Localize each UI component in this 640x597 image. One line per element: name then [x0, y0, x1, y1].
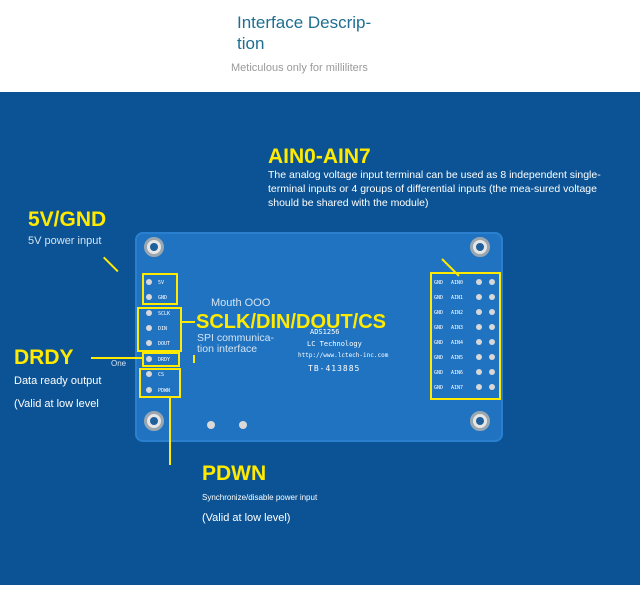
pin [476, 279, 482, 285]
pin-label: GND [158, 295, 168, 301]
page-subtitle: Meticulous only for milliliters [231, 62, 368, 74]
drdy-leader-line [91, 357, 143, 359]
header: Interface Descrip- tion Meticulous only … [0, 0, 640, 92]
ain-label: AIN5 [451, 355, 464, 361]
gnd-label: GND [434, 295, 444, 301]
spi-pins-highlight [137, 307, 182, 352]
mouth-label: Mouth OOO [211, 297, 271, 309]
right-header: GND AIN0 GND AIN1 GND AIN2 GND AIN3 GND … [434, 278, 498, 398]
drdy-one-label: One [111, 359, 127, 368]
pin [489, 324, 495, 330]
ain-label: AIN1 [451, 295, 464, 301]
url-label: http://www.lctech-inc.com [298, 352, 389, 359]
ain-label: AIN7 [451, 385, 464, 391]
pin [489, 369, 495, 375]
pin [489, 339, 495, 345]
mount-hole [144, 411, 164, 431]
pin [489, 279, 495, 285]
pdwn-title: PDWN [202, 462, 267, 485]
pin [146, 371, 152, 377]
gnd-label: GND [434, 340, 444, 346]
mount-hole [144, 237, 164, 257]
mount-hole [470, 411, 490, 431]
spi-description: SPI communica- tion interface [197, 332, 275, 355]
pin [489, 309, 495, 315]
pin [146, 356, 152, 362]
spi-leader-line [181, 321, 195, 323]
solder-pad [239, 421, 247, 429]
pin [489, 294, 495, 300]
ain-label: AIN6 [451, 370, 464, 376]
ain-label: AIN2 [451, 310, 464, 316]
pdwn-valid-note: (Valid at low level) [202, 512, 291, 524]
power-title: 5V/GND [28, 208, 107, 231]
page-title: Interface Descrip- tion [237, 13, 372, 53]
ain-label: AIN0 [451, 280, 464, 286]
pin [476, 324, 482, 330]
solder-pad [207, 421, 215, 429]
pin-label: DOUT [158, 341, 171, 347]
pin [146, 294, 152, 300]
gnd-label: GND [434, 355, 444, 361]
gnd-label: GND [434, 385, 444, 391]
ain-label: AIN4 [451, 340, 464, 346]
pin-label: DIN [158, 326, 168, 332]
power-pins-highlight [142, 273, 178, 305]
spi-title: SCLK/DIN/DOUT/CS [196, 311, 386, 333]
gnd-label: GND [434, 310, 444, 316]
pin [476, 354, 482, 360]
gnd-label: GND [434, 325, 444, 331]
maker-label: LC Technology [307, 340, 362, 348]
drdy-title: DRDY [14, 346, 74, 369]
pin [146, 279, 152, 285]
ain-pins-highlight [430, 272, 501, 400]
pin-label: DRDY [158, 357, 171, 363]
drdy-pin-highlight [142, 352, 180, 367]
pin [476, 294, 482, 300]
pcb-board: ADS1256 LC Technology http://www.lctech-… [135, 232, 503, 442]
spi-leader-tick [193, 355, 195, 363]
pin-label: 5V [158, 280, 165, 286]
gnd-label: GND [434, 370, 444, 376]
model-label: TB-413885 [308, 364, 361, 373]
pin [146, 325, 152, 331]
pin-label: PDWN [158, 388, 171, 394]
pin [146, 310, 152, 316]
pin [489, 384, 495, 390]
drdy-valid-note: (Valid at low level [14, 398, 99, 410]
pin [489, 354, 495, 360]
mount-hole [470, 237, 490, 257]
cs-pdwn-pins-highlight [139, 368, 181, 398]
power-description: 5V power input [28, 235, 102, 247]
pin-label: CS [158, 372, 165, 378]
ain-title: AIN0-AIN7 [268, 145, 371, 168]
gnd-label: GND [434, 280, 444, 286]
pin [146, 340, 152, 346]
pin [146, 387, 152, 393]
left-header: 5V GND SCLK DIN DOUT DRDY CS PDWN [146, 277, 178, 397]
pin [476, 309, 482, 315]
pin [476, 384, 482, 390]
ain-description: The analog voltage input terminal can be… [268, 169, 601, 209]
chip-label: ADS1256 [310, 328, 340, 336]
pdwn-leader-line [169, 398, 171, 465]
drdy-description: Data ready output [14, 375, 102, 387]
pin [476, 339, 482, 345]
pin-label: SCLK [158, 311, 171, 317]
ain-label: AIN3 [451, 325, 464, 331]
bottom-strip [0, 585, 640, 597]
pdwn-description: Synchronize/disable power input [202, 493, 318, 502]
pin [476, 369, 482, 375]
